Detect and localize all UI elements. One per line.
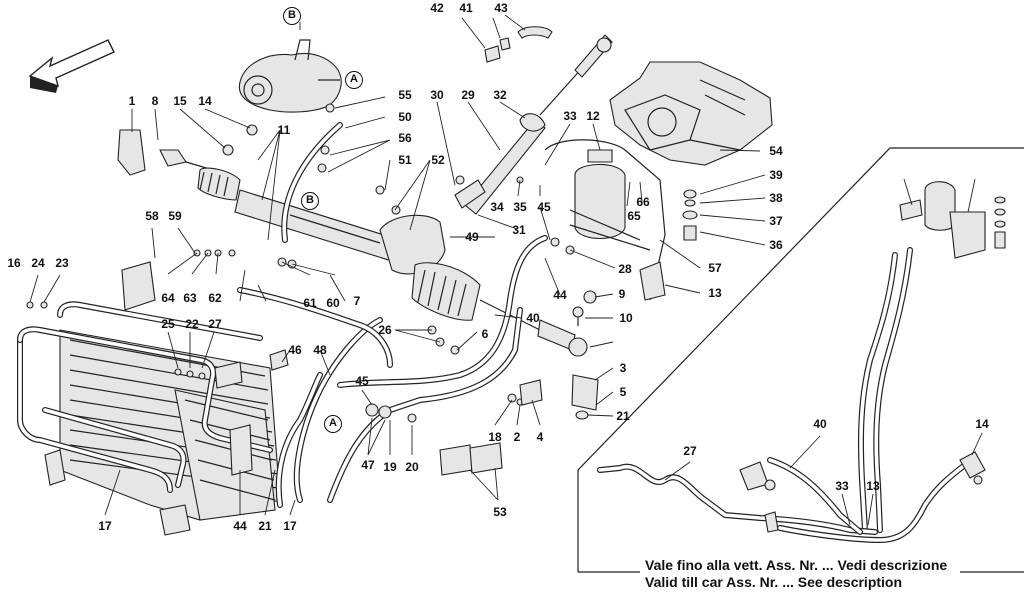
callout-40: 40 [813, 417, 827, 431]
validity-caption-italian: Vale fino alla vett. Ass. Nr. ... Vedi d… [645, 557, 948, 573]
callout-47: 47 [361, 458, 375, 472]
callout-60: 60 [326, 296, 340, 310]
cooler-pipe-loops [17, 301, 273, 493]
callout-1: 1 [128, 94, 136, 108]
steering-pump [238, 22, 342, 113]
callout-26: 26 [378, 323, 392, 337]
callout-5: 5 [619, 385, 627, 399]
callout-39: 39 [769, 168, 783, 182]
steering-rack [159, 149, 588, 357]
callout-56: 56 [398, 131, 412, 145]
gearbox-housing [609, 61, 773, 166]
callout-17: 17 [283, 519, 297, 533]
callout-37: 37 [769, 214, 783, 228]
callout-35: 35 [513, 200, 527, 214]
callout-43: 43 [494, 1, 508, 15]
callout-6: 6 [481, 327, 489, 341]
callout-53: 53 [493, 505, 507, 519]
callout-16: 16 [7, 256, 21, 270]
callout-21: 21 [258, 519, 272, 533]
callout-36: 36 [769, 238, 783, 252]
callout-41: 41 [459, 1, 473, 15]
callout-7: 7 [353, 294, 361, 308]
steering-column [454, 34, 613, 215]
callout-46: 46 [288, 343, 302, 357]
marker-b-mid: B [301, 192, 319, 210]
callout-38: 38 [769, 191, 783, 205]
callout-25: 25 [161, 317, 175, 331]
detail-panel [577, 147, 1024, 573]
callout-59: 59 [168, 209, 182, 223]
callout-28: 28 [618, 262, 632, 276]
callout-22: 22 [185, 317, 199, 331]
marker-b-top: B [283, 7, 301, 25]
callout-54: 54 [769, 144, 783, 158]
callout-14: 14 [198, 94, 212, 108]
callout-44: 44 [553, 288, 567, 302]
callout-23: 23 [55, 256, 69, 270]
callout-14: 14 [975, 417, 989, 431]
callout-19: 19 [383, 460, 397, 474]
callout-3: 3 [619, 361, 627, 375]
callout-2: 2 [513, 430, 521, 444]
callout-66: 66 [636, 195, 650, 209]
callout-27: 27 [683, 444, 697, 458]
callout-10: 10 [619, 311, 633, 325]
callout-32: 32 [493, 88, 507, 102]
callout-29: 29 [461, 88, 475, 102]
fluid-reservoir [544, 139, 666, 301]
callout-31: 31 [512, 223, 526, 237]
callout-17: 17 [98, 519, 112, 533]
callout-40: 40 [526, 311, 540, 325]
direction-arrow [28, 39, 115, 93]
callout-33: 33 [835, 479, 849, 493]
callout-48: 48 [313, 343, 327, 357]
callout-18: 18 [488, 430, 502, 444]
callout-13: 13 [866, 479, 880, 493]
callout-58: 58 [145, 209, 159, 223]
fittings [26, 26, 599, 536]
callout-21: 21 [616, 409, 630, 423]
callout-24: 24 [31, 256, 45, 270]
callout-57: 57 [708, 261, 722, 275]
callout-9: 9 [618, 287, 626, 301]
callout-13: 13 [708, 286, 722, 300]
callout-20: 20 [405, 460, 419, 474]
mount-stack [682, 189, 698, 241]
hydraulic-hoses [237, 122, 548, 508]
leader-lines [29, 14, 983, 526]
callout-45: 45 [537, 200, 551, 214]
callout-27: 27 [208, 317, 222, 331]
callout-4: 4 [536, 430, 544, 444]
callout-51: 51 [398, 153, 412, 167]
callout-64: 64 [161, 291, 175, 305]
callout-65: 65 [627, 209, 641, 223]
callout-55: 55 [398, 88, 412, 102]
marker-a-bottom: A [324, 415, 342, 433]
callout-49: 49 [465, 230, 479, 244]
validity-caption-english: Valid till car Ass. Nr. ... See descript… [645, 574, 903, 590]
callout-61: 61 [303, 296, 317, 310]
callout-63: 63 [183, 291, 197, 305]
callout-45: 45 [355, 374, 369, 388]
callout-62: 62 [208, 291, 222, 305]
callout-11: 11 [277, 123, 291, 137]
callout-12: 12 [586, 109, 600, 123]
callout-33: 33 [563, 109, 577, 123]
callout-8: 8 [151, 94, 159, 108]
callout-42: 42 [430, 1, 444, 15]
callout-52: 52 [431, 153, 445, 167]
callout-50: 50 [398, 110, 412, 124]
callout-44: 44 [233, 519, 247, 533]
callout-15: 15 [173, 94, 187, 108]
callout-30: 30 [430, 88, 444, 102]
callout-34: 34 [490, 200, 504, 214]
marker-a-top: A [345, 71, 363, 89]
